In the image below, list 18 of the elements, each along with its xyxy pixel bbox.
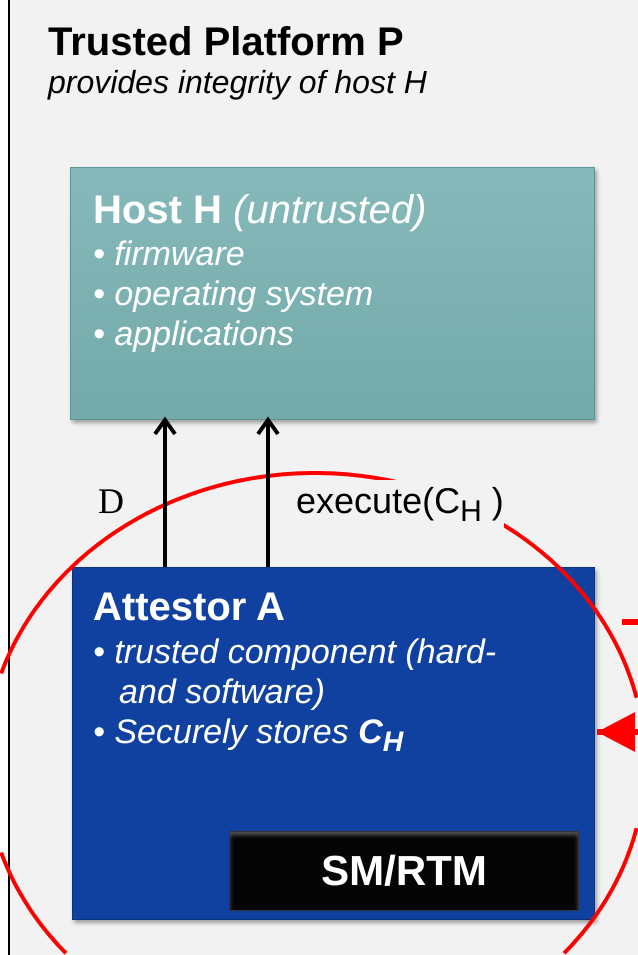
bullet-item: • applications: [93, 314, 295, 354]
node-title: Attestor A: [93, 584, 286, 631]
platform-panel: [8, 0, 638, 955]
edge-label: execute(C$_{H}$ ): [296, 480, 504, 530]
arrow: [597, 712, 638, 752]
arrow: [256, 418, 280, 567]
attestor-box: [72, 567, 595, 920]
node-subtitle: provides integrity of host H: [48, 63, 428, 102]
module-box: [229, 831, 579, 911]
host-box: [70, 167, 595, 420]
node-title: Host H (untrusted): [93, 187, 428, 234]
node-title: Trusted Platform P: [48, 22, 405, 62]
bullet-item: • Securely stores C$_{H}$: [93, 712, 405, 760]
bullet-item: • firmware: [93, 234, 246, 274]
bullet-item: • trusted component (hard- and software): [93, 632, 498, 712]
arrow: [153, 418, 177, 567]
node-title: SM/RTM: [321, 851, 487, 891]
bullet-item: • operating system: [93, 274, 374, 314]
